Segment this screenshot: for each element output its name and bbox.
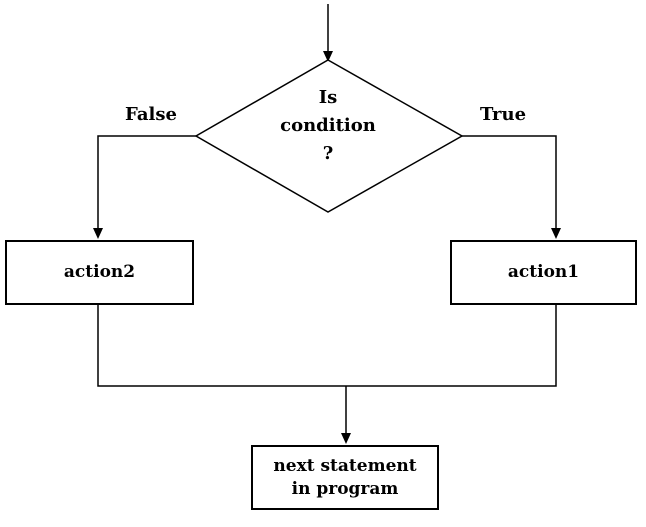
decision-line2: condition <box>280 114 376 136</box>
decision-label: Is condition ? <box>248 84 408 168</box>
next-statement-line2: in program <box>291 478 399 499</box>
arrowhead-false <box>93 228 103 239</box>
decision-diamond <box>194 59 464 213</box>
arrowhead-next <box>341 433 351 444</box>
false-branch-label: False <box>125 104 177 125</box>
next-statement-box: next statement in program <box>251 445 439 510</box>
action2-box: action2 <box>5 240 194 305</box>
action1-box: action1 <box>450 240 637 305</box>
arrowhead-true <box>551 228 561 239</box>
connector-false-branch <box>97 135 196 230</box>
decision-line3: ? <box>322 142 334 164</box>
next-statement-line1: next statement <box>273 455 417 476</box>
decision-line1: Is <box>318 87 338 108</box>
connector-false-merge <box>97 305 346 387</box>
next-statement-label: next statement in program <box>273 455 416 501</box>
action1-label: action1 <box>507 262 580 283</box>
connector-true-branch <box>462 135 557 230</box>
arrowhead-entry <box>323 51 333 62</box>
action2-label: action2 <box>63 262 136 283</box>
true-branch-label: True <box>479 104 527 125</box>
connector-true-merge <box>346 305 557 387</box>
